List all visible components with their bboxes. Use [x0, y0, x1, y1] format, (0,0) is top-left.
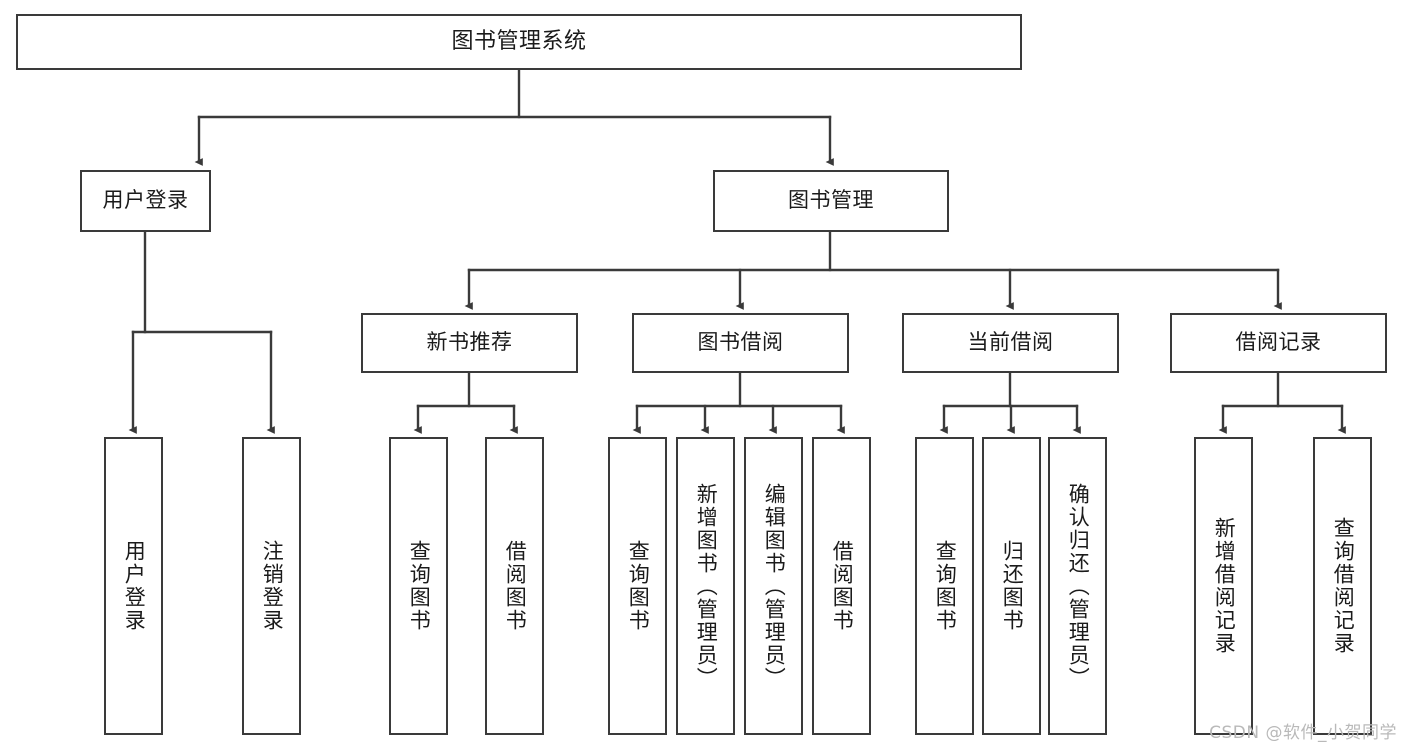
node-label: 用户登录 — [102, 188, 189, 213]
leaf-return-book[interactable]: 归还图书 — [982, 437, 1041, 735]
node-label: 查询图书 — [407, 540, 432, 632]
node-user-login[interactable]: 用户登录 — [80, 170, 211, 232]
leaf-borrow-book[interactable]: 借阅图书 — [812, 437, 871, 735]
node-label: 新书推荐 — [426, 330, 513, 355]
leaf-edit-book-admin[interactable]: 编辑图书（管理员） — [744, 437, 803, 735]
leaf-query-book-recommend[interactable]: 查询图书 — [389, 437, 448, 735]
node-book-management-system[interactable]: 图书管理系统 — [16, 14, 1022, 70]
leaf-query-book-borrow[interactable]: 查询图书 — [608, 437, 667, 735]
node-label: 查询借阅记录 — [1331, 517, 1356, 655]
leaf-confirm-return-admin[interactable]: 确认归还（管理员） — [1048, 437, 1107, 735]
leaf-add-borrow-record[interactable]: 新增借阅记录 — [1194, 437, 1253, 735]
leaf-user-login[interactable]: 用户登录 — [104, 437, 163, 735]
node-label: 当前借阅 — [967, 330, 1054, 355]
leaf-logout[interactable]: 注销登录 — [242, 437, 301, 735]
node-label: 借阅图书 — [830, 540, 855, 632]
node-label: 归还图书 — [1000, 540, 1025, 632]
node-label: 注销登录 — [260, 540, 285, 632]
node-book-borrow[interactable]: 图书借阅 — [632, 313, 849, 373]
node-label: 借阅记录 — [1235, 330, 1322, 355]
watermark-text: CSDN @软件_小贺同学 — [1209, 723, 1397, 743]
leaf-add-book-admin[interactable]: 新增图书（管理员） — [676, 437, 735, 735]
node-book-management[interactable]: 图书管理 — [713, 170, 949, 232]
node-label: 编辑图书（管理员） — [762, 482, 787, 690]
node-current-borrow[interactable]: 当前借阅 — [902, 313, 1119, 373]
node-label: 图书管理 — [788, 188, 874, 213]
node-label: 新增图书（管理员） — [694, 482, 719, 690]
leaf-query-book-current[interactable]: 查询图书 — [915, 437, 974, 735]
node-label: 确认归还（管理员） — [1066, 482, 1091, 690]
node-label: 图书管理系统 — [451, 28, 587, 54]
node-label: 用户登录 — [122, 540, 147, 632]
node-label: 图书借阅 — [697, 330, 784, 355]
node-label: 查询图书 — [626, 540, 651, 632]
node-new-book-recommend[interactable]: 新书推荐 — [361, 313, 578, 373]
leaf-query-borrow-record[interactable]: 查询借阅记录 — [1313, 437, 1372, 735]
node-label: 新增借阅记录 — [1212, 517, 1237, 655]
leaf-borrow-book-recommend[interactable]: 借阅图书 — [485, 437, 544, 735]
node-borrow-record[interactable]: 借阅记录 — [1170, 313, 1387, 373]
node-label: 查询图书 — [933, 540, 958, 632]
node-label: 借阅图书 — [503, 540, 528, 632]
